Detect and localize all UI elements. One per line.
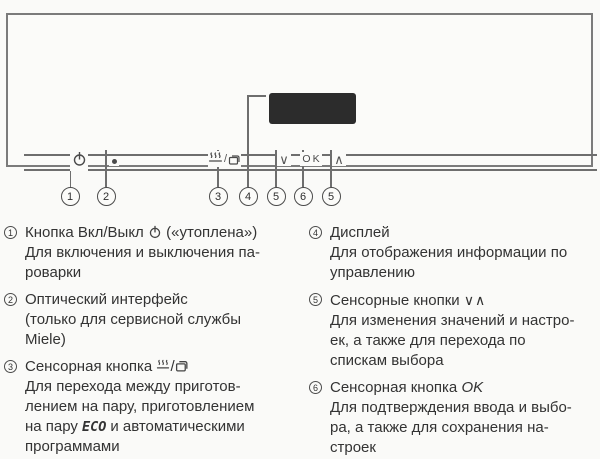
legend-title-steam: Сенсорная кнопка / [25, 357, 304, 377]
legend-item-arrows: 5 Сенсорные кнопки ∨∧ Для изменения знач… [309, 290, 599, 371]
callout-marker-2: 2 [4, 293, 17, 306]
callout-4: 4 [238, 187, 258, 206]
programs-icon [175, 361, 188, 372]
power-button[interactable] [70, 146, 88, 171]
legend-desc-display: Для отображения информации по управлению [330, 244, 568, 281]
chevron-down-icon: ∨ [279, 151, 289, 167]
callout-3: 3 [208, 187, 228, 206]
steam-mode-button[interactable]: / [208, 151, 241, 167]
legend-column-left: 1 Кнопка Вкл/Выкл («утоплена») Для включ… [4, 223, 304, 459]
legend-title-display: Дисплей [330, 224, 390, 241]
callout-marker-6: 6 [309, 381, 322, 394]
callout-5a: 5 [266, 187, 286, 206]
legend-desc-arrows: Для изменения значений и настро- ек, а т… [330, 312, 575, 369]
leader-line-4 [247, 95, 249, 187]
panel-trim-line-lower [24, 169, 597, 171]
steam-icon [157, 359, 170, 369]
ok-button-label: OK [302, 153, 322, 165]
display-leader-horizontal [248, 95, 266, 97]
down-button[interactable]: ∨ [277, 152, 291, 166]
legend-column-right: 4 Дисплей Для отображения информации по … [309, 223, 599, 459]
callout-marker-1: 1 [4, 226, 17, 239]
up-button[interactable]: ∧ [332, 152, 346, 166]
ok-label: OK [461, 379, 484, 396]
legend-item-power: 1 Кнопка Вкл/Выкл («утоплена») Для включ… [4, 223, 304, 283]
callout-marker-4: 4 [309, 226, 322, 239]
leader-line-6 [302, 150, 304, 187]
leader-line-3 [217, 150, 219, 187]
steam-icon [208, 152, 223, 162]
display [269, 93, 356, 124]
legend-item-display: 4 Дисплей Для отображения информации по … [309, 223, 599, 283]
legend-title-optical: Оптический интерфейс [25, 291, 188, 308]
legend-item-optical: 2 Оптический интерфейс (только для серви… [4, 290, 304, 350]
legend-desc-power: Для включения и выключения па- роварки [25, 244, 260, 281]
ok-button[interactable]: OK [300, 152, 322, 166]
legend-desc-optical: (только для сервисной службы Miele) [25, 311, 242, 348]
optical-interface [109, 156, 119, 166]
chevron-keys-label: ∨∧ [463, 292, 487, 308]
programs-icon [228, 154, 240, 165]
slash-separator: / [223, 153, 228, 165]
legend-title-ok: Сенсорная кнопка OK [330, 379, 484, 396]
power-icon [149, 225, 161, 239]
power-icon [73, 151, 85, 166]
callout-marker-3: 3 [4, 360, 17, 373]
legend-title-arrows: Сенсорные кнопки ∨∧ [330, 292, 487, 309]
leader-line-2 [105, 150, 107, 187]
callout-marker-5: 5 [309, 293, 322, 306]
eco-label: ECO [81, 419, 107, 435]
legend-item-ok: 6 Сенсорная кнопка OK Для подтверждения … [309, 378, 599, 458]
callout-5b: 5 [321, 187, 341, 206]
optical-interface-dot-icon [111, 158, 117, 164]
callout-6: 6 [293, 187, 313, 206]
callout-2: 2 [96, 187, 116, 206]
leader-line-5a [275, 150, 277, 187]
panel-outline: / ∨ OK ∧ [6, 13, 597, 171]
callout-1: 1 [60, 187, 80, 206]
legend-desc-steam: Для перехода между приготов- лением на п… [25, 378, 255, 455]
legend-desc-ok: Для подтверждения ввода и выбо- ра, а та… [330, 399, 572, 456]
leader-line-5b [330, 150, 332, 187]
legend-item-steam: 3 Сенсорная кнопка / Для перехода между … [4, 357, 304, 457]
legend-title-power: Кнопка Вкл/Выкл («утоплена») [25, 224, 258, 241]
chevron-up-icon: ∧ [334, 151, 344, 167]
